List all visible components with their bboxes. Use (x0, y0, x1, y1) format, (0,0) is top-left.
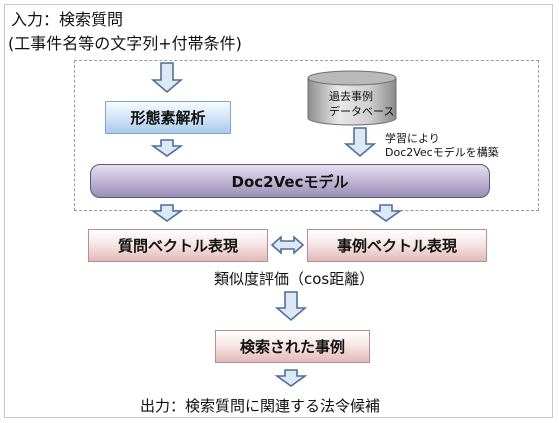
query-vector-box: 質問ベクトル表現 (88, 229, 268, 262)
down-arrow-icon (274, 369, 308, 387)
down-arrow-icon (343, 127, 377, 158)
similarity-label: 類似度評価（cos距離） (214, 270, 375, 288)
output-label: 出力：検索質問に関連する法令候補 (140, 397, 381, 415)
double-arrow-icon (270, 235, 305, 255)
database-label-1: 過去事例 (329, 90, 373, 103)
down-arrow-icon (150, 204, 184, 222)
down-arrow-icon (150, 139, 184, 157)
learning-note-1: 学習により (385, 132, 440, 145)
input-subtitle: (工事件名等の文字列+付帯条件) (8, 34, 242, 53)
learning-region (74, 60, 539, 211)
down-arrow-icon (150, 62, 184, 94)
learning-note-2: Doc2Vecモデルを構築 (385, 146, 499, 159)
database-cylinder-icon (307, 70, 397, 126)
morph-analysis-box: 形態素解析 (105, 101, 231, 134)
database-label-2: データベース (329, 105, 395, 118)
case-vector-box: 事例ベクトル表現 (307, 229, 487, 262)
diagram-frame (4, 4, 553, 418)
input-title: 入力：検索質問 (11, 10, 124, 29)
down-arrow-icon (369, 204, 403, 222)
doc2vec-model-box: Doc2Vecモデル (90, 164, 490, 198)
retrieved-cases-box: 検索された事例 (215, 330, 370, 363)
down-arrow-icon (274, 291, 308, 322)
